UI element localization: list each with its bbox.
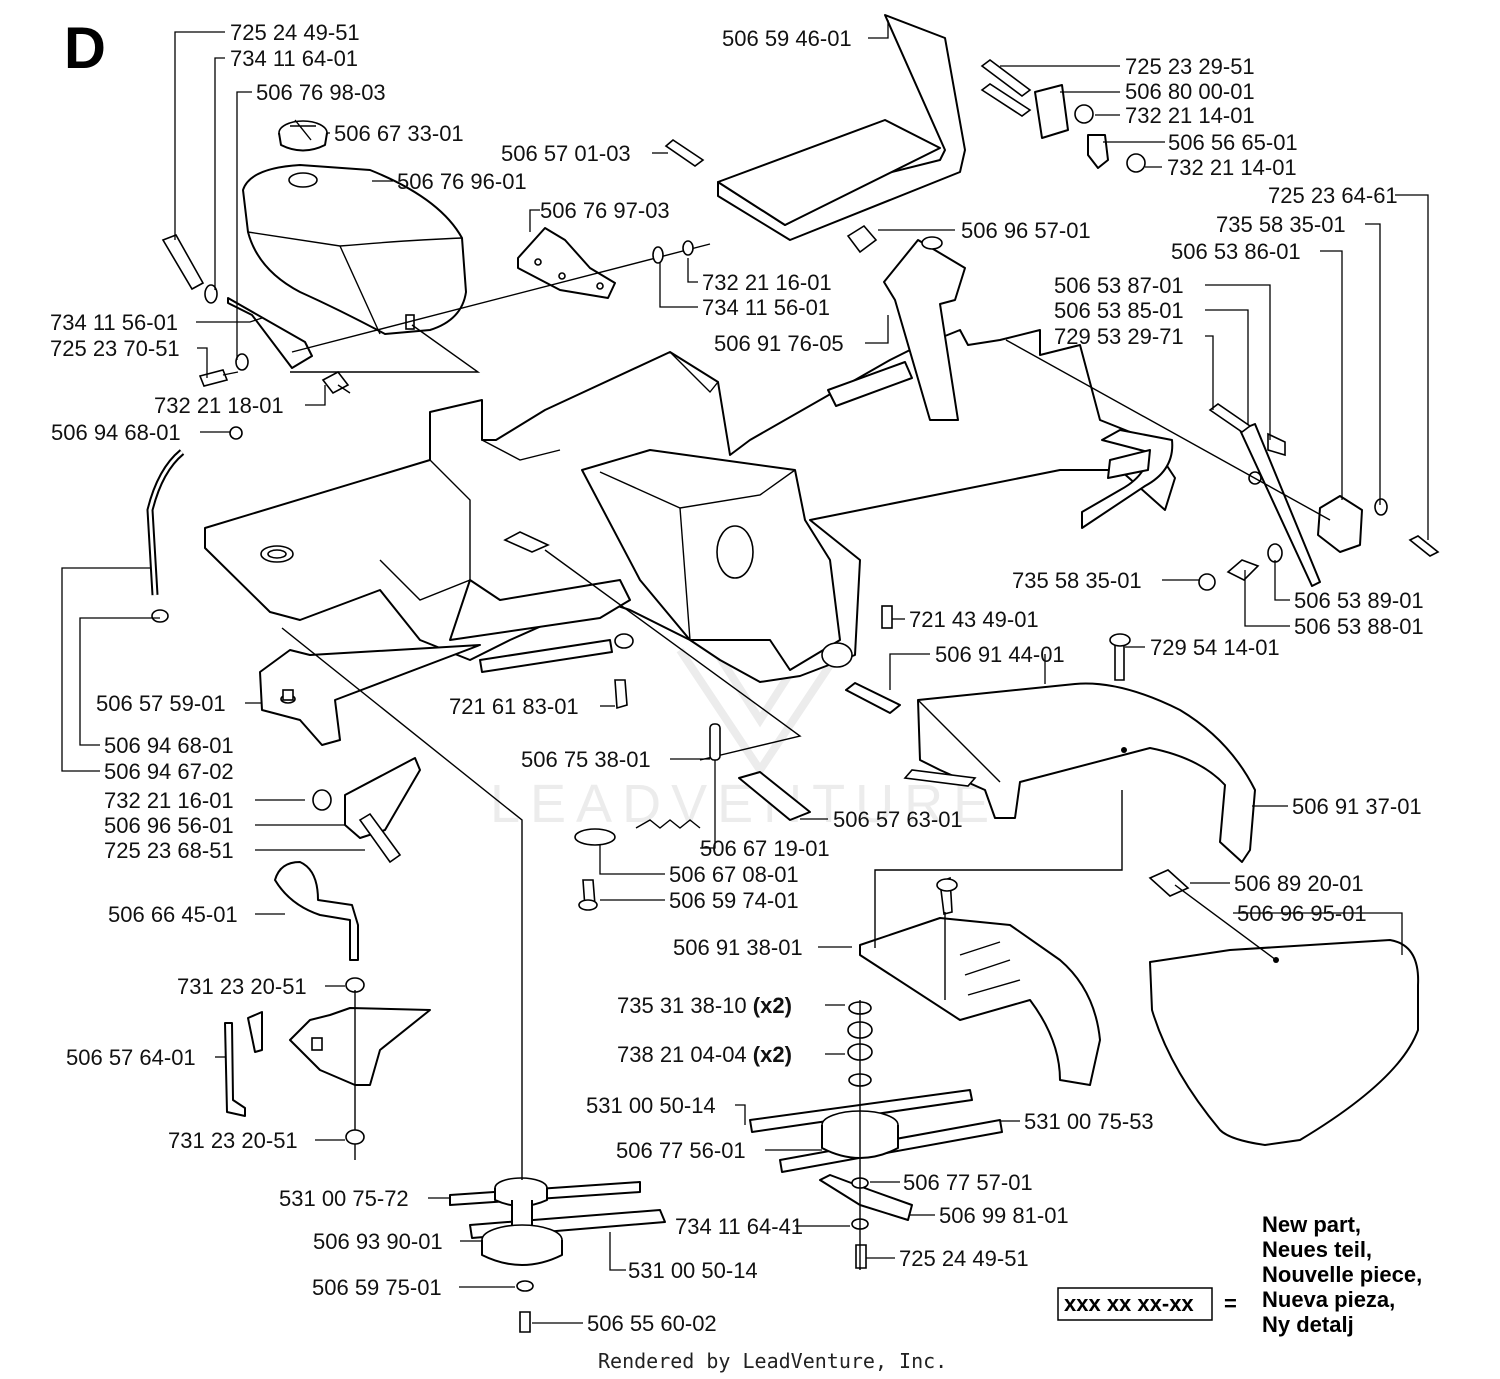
part-label: 506 57 63-01: [833, 807, 963, 832]
part-label: 735 58 35-01: [1216, 212, 1346, 237]
legend-line: Nouvelle piece,: [1262, 1262, 1422, 1287]
leader-lines: [61, 20, 1429, 1324]
part-label: 506 56 65-01: [1168, 130, 1298, 155]
part-label: 735 31 38-10 (x2): [617, 993, 792, 1018]
part-label: 725 23 68-51: [104, 838, 234, 863]
part-label: 506 91 76-05: [714, 331, 844, 356]
part-label: 734 11 64-01: [230, 46, 358, 71]
part-label: 506 53 85-01: [1054, 298, 1184, 323]
part-label: 506 55 60-02: [587, 1311, 717, 1336]
part-label: 506 67 19-01: [700, 836, 830, 861]
spring-linkage-drawing: [574, 723, 811, 911]
legend-line: Nueva pieza,: [1262, 1287, 1395, 1312]
part-label: 732 21 14-01: [1167, 155, 1297, 180]
part-label: 506 77 57-01: [903, 1170, 1033, 1195]
part-label: 506 53 86-01: [1171, 239, 1301, 264]
part-label: 506 59 74-01: [669, 888, 799, 913]
left-pulley-drawing: [281, 627, 666, 1333]
part-label: 731 23 20-51: [177, 974, 307, 999]
part-label: 531 00 50-14: [586, 1093, 716, 1118]
part-label: 506 91 38-01: [673, 935, 803, 960]
part-label: 732 21 14-01: [1125, 103, 1255, 128]
part-label: 506 57 59-01: [96, 691, 226, 716]
footer-credit: Rendered by LeadVenture, Inc.: [598, 1349, 947, 1373]
part-label: 531 00 50-14: [628, 1258, 758, 1283]
part-label: 506 57 01-03: [501, 141, 631, 166]
part-label: 725 23 29-51: [1125, 54, 1255, 79]
part-label: 506 53 87-01: [1054, 273, 1184, 298]
seat-pan-drawing: [664, 14, 966, 241]
part-label: 506 75 38-01: [521, 747, 651, 772]
part-label: 506 67 08-01: [669, 862, 799, 887]
part-label: 506 91 37-01: [1292, 794, 1422, 819]
part-label: 531 00 75-53: [1024, 1109, 1154, 1134]
part-label: 506 67 33-01: [334, 121, 464, 146]
part-label: 506 96 57-01: [961, 218, 1091, 243]
part-label: 734 11 64-41: [675, 1214, 803, 1239]
part-label: 506 76 98-03: [256, 80, 386, 105]
main-frame-drawing: [204, 236, 1176, 761]
part-label: 721 43 49-01: [909, 607, 1039, 632]
right-pulley-drawing: [749, 1000, 1003, 1270]
legend-equals: =: [1224, 1291, 1237, 1316]
part-label: 734 11 56-01: [702, 295, 830, 320]
part-label: 732 21 16-01: [104, 788, 234, 813]
part-label: 506 77 56-01: [616, 1138, 746, 1163]
part-label: 506 76 97-03: [540, 198, 670, 223]
part-label: 531 00 75-72: [279, 1186, 409, 1211]
part-label: 506 59 46-01: [722, 26, 852, 51]
lever-bracket-drawing: [846, 59, 1440, 591]
parts-artwork: [146, 14, 1440, 1333]
legend-line: New part,: [1262, 1212, 1361, 1237]
section-letter: D: [64, 16, 106, 81]
tank-bracket-drawing: [161, 227, 711, 395]
part-label: 729 53 29-71: [1054, 324, 1184, 349]
legend-box: [1057, 1287, 1213, 1321]
legend-line: Neues teil,: [1262, 1237, 1372, 1262]
part-label: 732 21 16-01: [702, 270, 832, 295]
fuel-tank-drawing: [242, 119, 481, 373]
part-label: 506 57 64-01: [66, 1045, 196, 1070]
part-label: 729 54 14-01: [1150, 635, 1280, 660]
new-part-legend: xxx xx xx-xx = New part, Neues teil, Nou…: [1057, 1212, 1422, 1337]
part-label: 735 58 35-01: [1012, 568, 1142, 593]
part-label: 506 53 89-01: [1294, 588, 1424, 613]
lower-left-hardware-drawing: [224, 757, 431, 1160]
part-label: 506 93 90-01: [313, 1229, 443, 1254]
part-label: 506 89 20-01: [1234, 871, 1364, 896]
part-label: 506 96 56-01: [104, 813, 234, 838]
legend-line: Ny detalj: [1262, 1312, 1354, 1337]
part-label: 506 91 44-01: [935, 642, 1065, 667]
cover-drawing: [903, 633, 1256, 863]
part-label: 725 24 49-51: [899, 1246, 1029, 1271]
part-label: 506 66 45-01: [108, 902, 238, 927]
part-label: 506 94 68-01: [51, 420, 181, 445]
part-label: 506 99 81-01: [939, 1203, 1069, 1228]
fuel-hose-drawing: [146, 426, 243, 623]
part-label: 738 21 04-04 (x2): [617, 1042, 792, 1067]
part-label: 732 21 18-01: [154, 393, 284, 418]
deflector-drawing: [859, 790, 1123, 1086]
part-label: 506 96 95-01: [1237, 901, 1367, 926]
part-label: 725 23 70-51: [50, 336, 180, 361]
watermark: LEADVENTURE: [490, 774, 999, 834]
part-label: 506 53 88-01: [1294, 614, 1424, 639]
part-label: 725 23 64-61: [1268, 183, 1398, 208]
part-label: 721 61 83-01: [449, 694, 579, 719]
part-label: 506 76 96-01: [397, 169, 527, 194]
part-label: 506 80 00-01: [1125, 79, 1255, 104]
part-label: 734 11 56-01: [50, 310, 178, 335]
side-cover-drawing: [1148, 869, 1420, 1146]
part-label: 506 94 67-02: [104, 759, 234, 784]
legend-box-text: xxx xx xx-xx: [1064, 1291, 1194, 1316]
part-labels: 725 24 49-51 734 11 64-01 506 76 98-03 5…: [50, 20, 1424, 1336]
part-label: 731 23 20-51: [168, 1128, 298, 1153]
part-label: 506 59 75-01: [312, 1275, 442, 1300]
part-label: 506 94 68-01: [104, 733, 234, 758]
part-label: 725 24 49-51: [230, 20, 360, 45]
